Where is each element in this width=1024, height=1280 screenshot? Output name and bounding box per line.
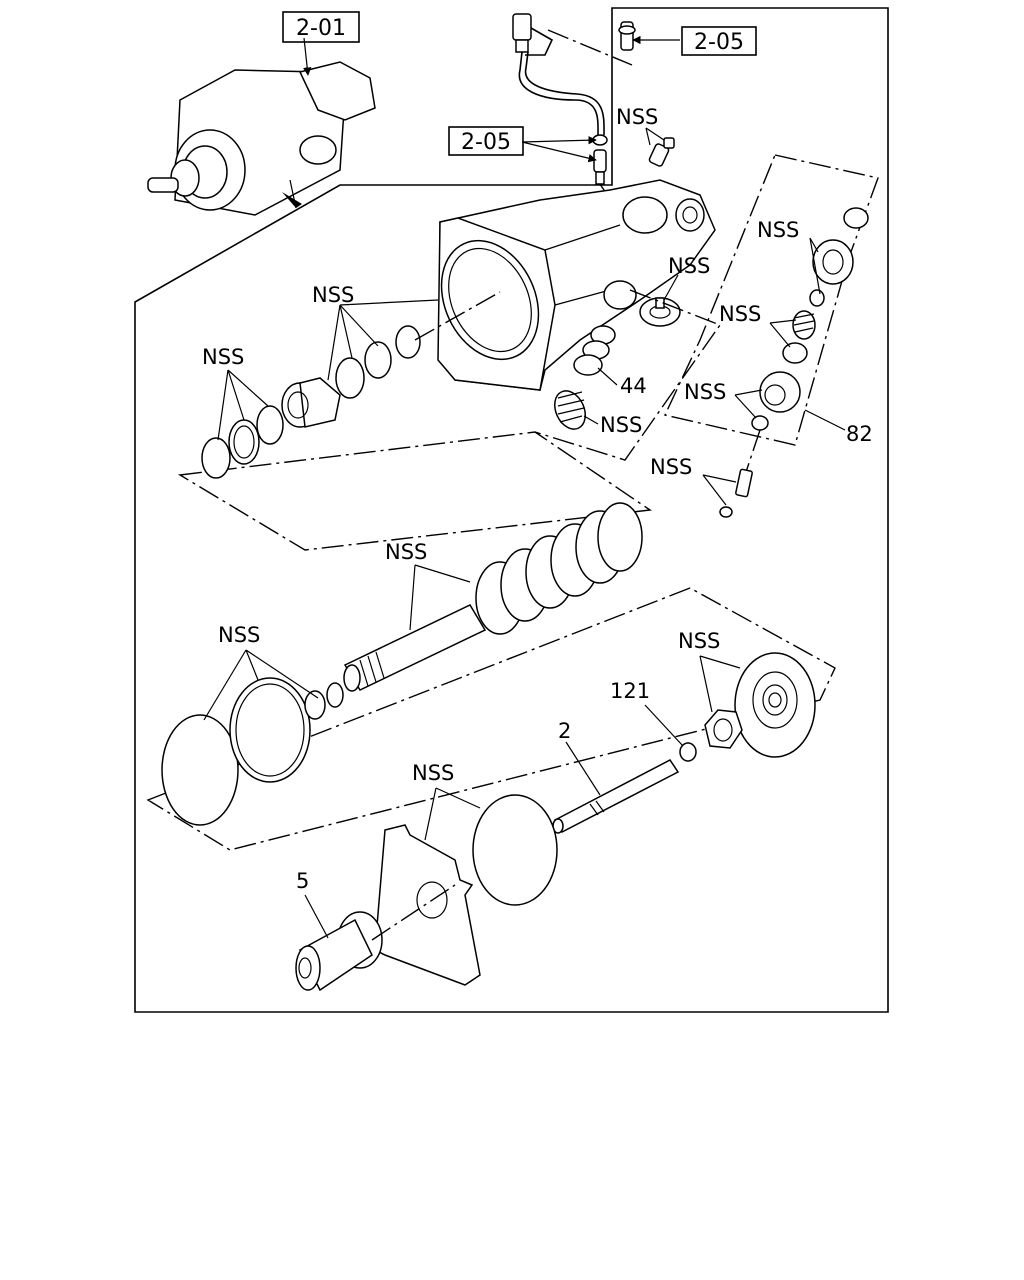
end-cap-disk: [734, 652, 816, 758]
push-rod: [552, 759, 680, 834]
label-nss-nut: NSS: [678, 629, 720, 653]
label-5: 5: [296, 869, 309, 893]
reference-assembly-2-01: [147, 61, 376, 216]
ref-box-2-05-top: [681, 26, 757, 56]
main-frame: [134, 7, 889, 1013]
main-spring: [475, 502, 643, 635]
ref-box-2-01: [282, 11, 360, 43]
label-121: 121: [610, 679, 650, 703]
label-nss-sub-top: NSS: [757, 218, 799, 242]
ref-label-2-05-mid: 2-05: [461, 130, 511, 155]
tube: [343, 604, 487, 692]
label-nss-lower-seals: NSS: [218, 623, 260, 647]
lower-seals: [161, 677, 344, 826]
lower-seals-frame: [146, 587, 836, 851]
leader-lines: [203, 35, 846, 939]
label-nss-sub-low: NSS: [684, 380, 726, 404]
valve-44: [573, 325, 616, 376]
subassembly-82-parts: [751, 207, 869, 431]
piston-group-frame: [177, 431, 652, 551]
label-nss-spring-small: NSS: [600, 413, 642, 437]
label-nss-fitting: NSS: [616, 105, 658, 129]
bolt-nss: [719, 468, 753, 518]
ref-label-2-01: 2-01: [296, 16, 346, 41]
ref-label-2-05-top: 2-05: [694, 30, 744, 55]
cylinder-housing: [437, 179, 716, 391]
label-nss-piston: NSS: [202, 345, 244, 369]
label-44: 44: [620, 374, 647, 398]
boot: [295, 911, 383, 992]
cap-nss-right: [639, 297, 681, 327]
label-nss-gasket: NSS: [412, 761, 454, 785]
label-82: 82: [846, 422, 873, 446]
nut: [704, 709, 743, 749]
ring-121: [679, 742, 697, 762]
label-2: 2: [558, 719, 571, 743]
gasket-ring: [472, 794, 558, 906]
subassembly-82-frame: [663, 154, 879, 446]
label-nss-sub-mid: NSS: [719, 302, 761, 326]
label-nss-bolt: NSS: [650, 455, 692, 479]
fitting-nss-top: [648, 137, 675, 167]
ref-box-2-05-mid: [448, 126, 524, 156]
label-nss-cap: NSS: [668, 254, 710, 278]
label-nss-seals-upper: NSS: [312, 283, 354, 307]
spring-small: [554, 390, 586, 430]
gasket-plate: [374, 824, 481, 986]
label-nss-tube: NSS: [385, 540, 427, 564]
piston-seals: [201, 325, 421, 479]
hose-assembly: [512, 13, 636, 185]
